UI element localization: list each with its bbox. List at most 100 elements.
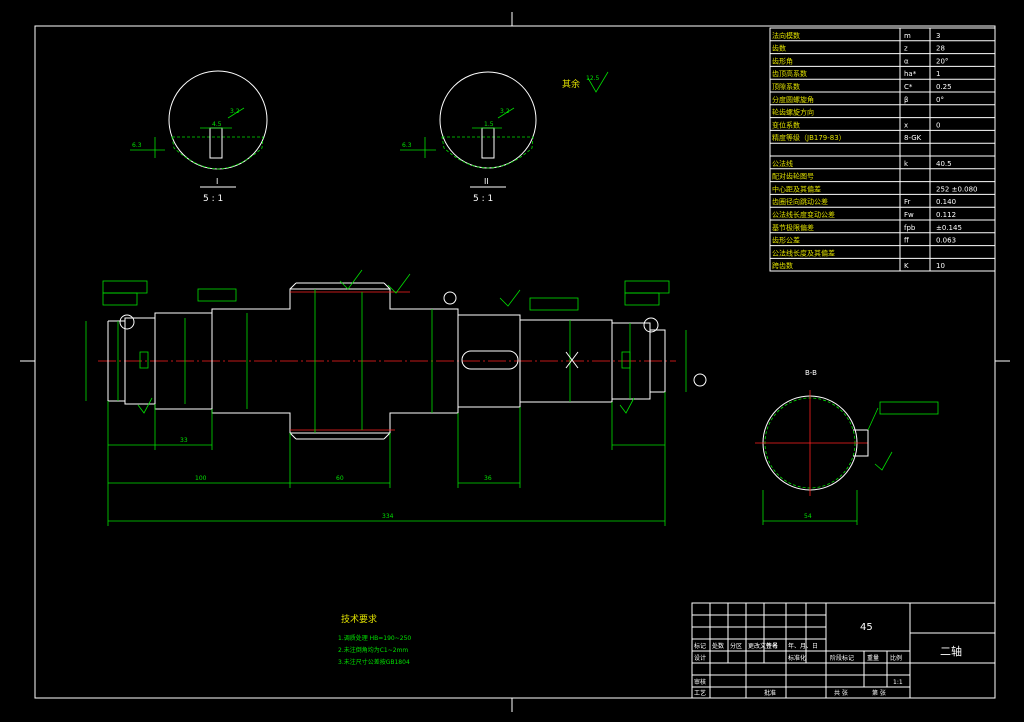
svg-text:3.2: 3.2 [500, 108, 510, 115]
param-val: 0.140 [936, 198, 956, 206]
param-name: 公法线长度及其偏差 [772, 248, 835, 257]
section-1-label: I [216, 177, 218, 186]
gear-parameter-table: 法向模数 m 3 齿数 z 28 齿形角 α 20° 齿顶高系数 ha* 1 顶隙系数 C* 0.25 分度圆… [769, 27, 996, 272]
param-sym: k [904, 160, 909, 168]
param-sym: ha* [904, 70, 917, 78]
section-2-label: II [484, 177, 489, 186]
shaft-outline [107, 288, 666, 434]
param-name: 齿形公差 [772, 236, 800, 245]
param-name: 基节极限偏差 [772, 223, 814, 232]
drawing-border [34, 25, 996, 699]
param-name: 顶隙系数 [772, 82, 800, 91]
param-sym: z [904, 45, 908, 53]
keyway [461, 350, 519, 370]
section-1-scale: 5 : 1 [203, 194, 223, 204]
detail-section-2: 3.2 1.5 6.3 II 5 : 1 [400, 71, 537, 204]
scale-value: 1:1 [893, 679, 903, 686]
param-val: 40.5 [936, 160, 952, 168]
section-b-b-view: B-B 54 [755, 369, 939, 525]
param-name: 精度等级（JB179-83） [772, 133, 846, 142]
svg-text:更改文件号: 更改文件号 [748, 642, 778, 650]
tech-title: 技术要求 [341, 613, 377, 625]
param-val: 10 [936, 262, 945, 270]
param-name: 轮齿螺旋方向 [772, 108, 814, 117]
tech-item-2: 2.未注倒角均为C1~2mm [338, 646, 408, 654]
param-sym: α [904, 57, 909, 65]
detail-section-1: 3.2 4.5 6.3 I 5 : 1 [130, 70, 268, 204]
param-sym: m [904, 32, 911, 40]
param-name: 公法线长度变动公差 [772, 210, 835, 219]
svg-text:比例: 比例 [890, 654, 902, 662]
dim-length-middle: 60 [336, 475, 344, 482]
param-name: 中心距及其偏差 [772, 184, 821, 193]
tech-item-1: 1.调质处理 HB=190~250 [338, 634, 411, 642]
svg-text:6.3: 6.3 [132, 142, 142, 149]
param-sym: β [904, 96, 908, 104]
svg-text:年、月、日: 年、月、日 [788, 642, 818, 650]
param-name: 分度圆螺旋角 [772, 95, 814, 104]
param-val: 0.112 [936, 211, 956, 219]
svg-text:12.5: 12.5 [586, 75, 600, 82]
param-val: 3 [936, 32, 940, 40]
param-sym: Fr [904, 198, 911, 206]
dim-54: 54 [804, 513, 812, 520]
svg-text:标记: 标记 [694, 642, 706, 650]
param-name: 配对齿轮图号 [772, 172, 814, 181]
dim-length-total: 334 [382, 513, 394, 520]
technical-requirements: 技术要求 1.调质处理 HB=190~250 2.未注倒角均为C1~2mm 3.… [338, 613, 411, 666]
dim-length-left: 100 [195, 475, 207, 482]
param-val: 20° [936, 57, 948, 65]
param-sym: C* [904, 83, 913, 91]
svg-text:阶段标记: 阶段标记 [830, 654, 854, 662]
svg-text:工艺: 工艺 [694, 689, 706, 697]
svg-text:共 张: 共 张 [834, 689, 848, 697]
part-name: 二轴 [940, 644, 962, 658]
svg-text:1.5: 1.5 [484, 121, 494, 128]
svg-text:3.2: 3.2 [230, 108, 240, 115]
param-val: 28 [936, 45, 945, 53]
material-label: 45 [860, 622, 873, 633]
param-val: 0.25 [936, 83, 952, 91]
param-val: 0 [936, 121, 940, 129]
param-name: 法向模数 [772, 31, 800, 40]
param-sym: Fw [904, 211, 914, 219]
rest-roughness-note: 其余 12.5 [562, 71, 609, 93]
param-sym: fpb [904, 224, 916, 232]
dim-33: 33 [180, 437, 188, 444]
param-val: ±0.145 [936, 224, 962, 232]
tech-item-3: 3.未注尺寸公差按GB1804 [338, 658, 410, 666]
svg-text:标准化: 标准化 [788, 654, 806, 662]
svg-text:6.3: 6.3 [402, 142, 412, 149]
param-sym: K [904, 262, 909, 270]
svg-text:重量: 重量 [867, 654, 879, 662]
param-sym: x [904, 121, 908, 129]
svg-text:其余: 其余 [562, 78, 580, 90]
svg-text:签名: 签名 [766, 642, 778, 650]
svg-text:分区: 分区 [730, 642, 742, 650]
param-sym: ff [904, 237, 909, 245]
svg-text:设计: 设计 [694, 654, 706, 662]
param-name: 变位系数 [772, 120, 800, 129]
svg-text:批准: 批准 [764, 689, 776, 697]
param-val: 1 [936, 70, 940, 78]
svg-text:第 张: 第 张 [872, 689, 886, 697]
svg-text:4.5: 4.5 [212, 121, 222, 128]
param-val: 0.063 [936, 237, 956, 245]
param-val: 252 ±0.080 [936, 185, 978, 193]
section-2-scale: 5 : 1 [473, 194, 493, 204]
param-name: 齿数 [772, 44, 786, 53]
param-val: 0° [936, 96, 944, 104]
param-name: 齿顶高系数 [772, 69, 807, 78]
shaft-main-view: 100 60 36 334 33 [85, 269, 707, 526]
param-name: 跨齿数 [772, 261, 793, 270]
svg-text:审核: 审核 [694, 678, 706, 686]
param-name: 齿形角 [772, 56, 793, 65]
param-name: 公法线 [772, 159, 793, 168]
dim-length-key: 36 [484, 475, 492, 482]
svg-text:处数: 处数 [712, 642, 724, 650]
section-b-b-label: B-B [805, 369, 817, 377]
title-block: 45 二轴 1:1 标记 处数 分区 更改文件号 签名 年、月、日 设计 标准化… [691, 602, 996, 699]
param-name: 齿圈径向跳动公差 [772, 197, 828, 206]
param-sym: 8-GK [904, 134, 922, 142]
